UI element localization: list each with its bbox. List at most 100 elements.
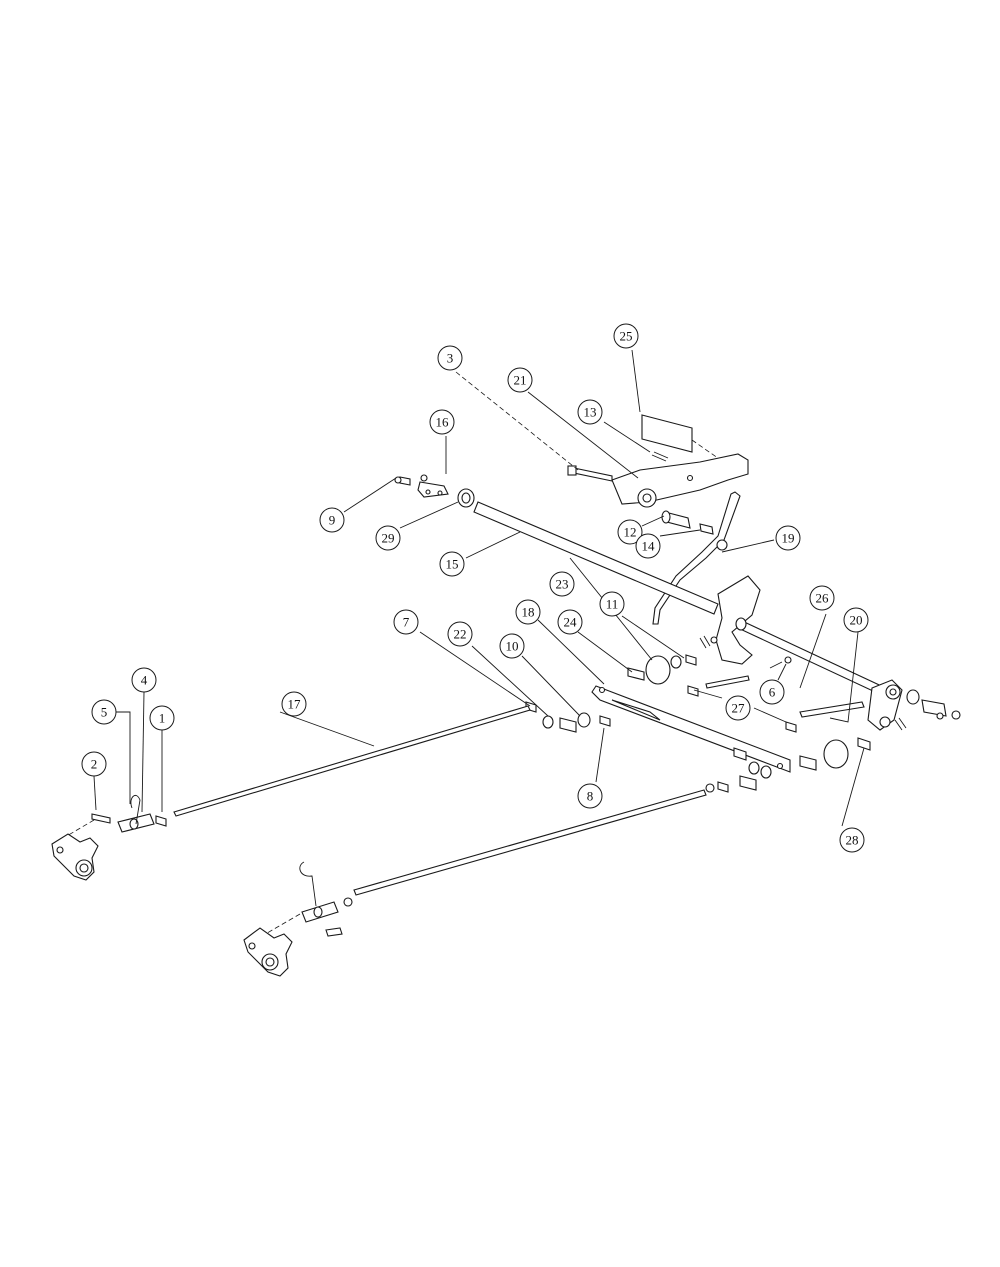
callout-label: 6 xyxy=(769,685,776,700)
callout-circle xyxy=(281,691,307,717)
bracket-16 xyxy=(417,481,449,498)
callout-label: 27 xyxy=(732,701,746,716)
callout-circle xyxy=(613,323,639,349)
nut-8 xyxy=(599,715,611,727)
callout-label: 21 xyxy=(514,373,527,388)
callout-circle xyxy=(599,591,625,617)
callout-circle xyxy=(549,571,575,597)
lower-rod xyxy=(353,789,707,896)
callout-21: 21 xyxy=(507,367,533,393)
callout-label: 15 xyxy=(446,557,459,572)
callout-label: 22 xyxy=(454,627,467,642)
cotter-5 xyxy=(130,795,141,825)
callout-circle xyxy=(81,751,107,777)
callout-label: 28 xyxy=(846,833,859,848)
pedal-pad xyxy=(641,414,693,453)
cross-shaft xyxy=(473,501,719,615)
callout-label: 11 xyxy=(606,597,619,612)
callout-7: 7 xyxy=(393,609,419,635)
callout-label: 8 xyxy=(587,789,594,804)
callout-circle xyxy=(91,699,117,725)
nut-1 xyxy=(155,815,167,827)
callout-6: 6 xyxy=(759,679,785,705)
bushing-28 xyxy=(823,739,849,769)
callout-circle xyxy=(447,621,473,647)
main-rod xyxy=(173,705,531,817)
callout-19: 19 xyxy=(775,525,801,551)
callout-circle xyxy=(617,519,643,545)
callout-circle xyxy=(149,705,175,731)
callout-circle xyxy=(839,827,865,853)
callout-circle xyxy=(439,551,465,577)
callout-17: 17 xyxy=(281,691,307,717)
callout-circle xyxy=(809,585,835,611)
callout-circle xyxy=(437,345,463,371)
callout-label: 1 xyxy=(159,711,166,726)
callout-4: 4 xyxy=(131,667,157,693)
left-bellcrank xyxy=(51,833,99,881)
callout-circle xyxy=(577,783,603,809)
callout-label: 16 xyxy=(436,415,450,430)
callout-label: 14 xyxy=(642,539,656,554)
callout-16: 16 xyxy=(429,409,455,435)
spacer-24 xyxy=(627,667,645,681)
parts-drawing xyxy=(51,414,961,977)
washer-11 xyxy=(685,654,697,666)
callout-circle xyxy=(843,607,869,633)
callout-label: 2 xyxy=(91,757,98,772)
callout-13: 13 xyxy=(577,399,603,425)
lower-bellcrank xyxy=(243,927,293,977)
pin-2 xyxy=(91,813,111,824)
callout-29: 29 xyxy=(375,525,401,551)
callout-22: 22 xyxy=(447,621,473,647)
pedal-arm xyxy=(611,453,749,505)
callout-label: 4 xyxy=(141,673,148,688)
spacer-10 xyxy=(559,717,577,733)
callout-14: 14 xyxy=(635,533,661,559)
callout-label: 12 xyxy=(624,525,637,540)
callout-5: 5 xyxy=(91,699,117,725)
callout-circle xyxy=(393,609,419,635)
callout-25: 25 xyxy=(613,323,639,349)
callout-9: 9 xyxy=(319,507,345,533)
callout-label: 23 xyxy=(556,577,569,592)
bushing-23 xyxy=(645,655,671,685)
callout-label: 19 xyxy=(782,531,795,546)
callout-label: 26 xyxy=(816,591,830,606)
nut-27-upper xyxy=(687,685,699,697)
callout-28: 28 xyxy=(839,827,865,853)
callout-15: 15 xyxy=(439,551,465,577)
callout-circle xyxy=(507,367,533,393)
pivot-rod xyxy=(737,619,891,699)
callout-label: 7 xyxy=(403,615,410,630)
nut-28 xyxy=(857,737,871,751)
callout-1: 1 xyxy=(149,705,175,731)
callout-26: 26 xyxy=(809,585,835,611)
callout-circle xyxy=(635,533,661,559)
callout-27: 27 xyxy=(725,695,751,721)
nut-lower xyxy=(733,747,747,761)
callout-label: 20 xyxy=(850,613,863,628)
rod-20 xyxy=(799,701,865,718)
washer-22 xyxy=(542,715,554,729)
callout-label: 3 xyxy=(447,351,454,366)
screw-9 xyxy=(399,476,411,486)
callout-8: 8 xyxy=(577,783,603,809)
callout-label: 18 xyxy=(522,605,535,620)
callout-circle xyxy=(557,609,583,635)
callout-label: 29 xyxy=(382,531,395,546)
callout-11: 11 xyxy=(599,591,625,617)
callout-label: 24 xyxy=(564,615,578,630)
callout-circle xyxy=(375,525,401,551)
callout-circle xyxy=(725,695,751,721)
callout-23: 23 xyxy=(549,571,575,597)
callout-10: 10 xyxy=(499,633,525,659)
callout-circle xyxy=(429,409,455,435)
callout-2: 2 xyxy=(81,751,107,777)
callout-layer: 1234567891011121314151617181920212223242… xyxy=(81,323,869,853)
callout-label: 9 xyxy=(329,513,336,528)
nut-14 xyxy=(699,523,714,535)
callout-18: 18 xyxy=(515,599,541,625)
